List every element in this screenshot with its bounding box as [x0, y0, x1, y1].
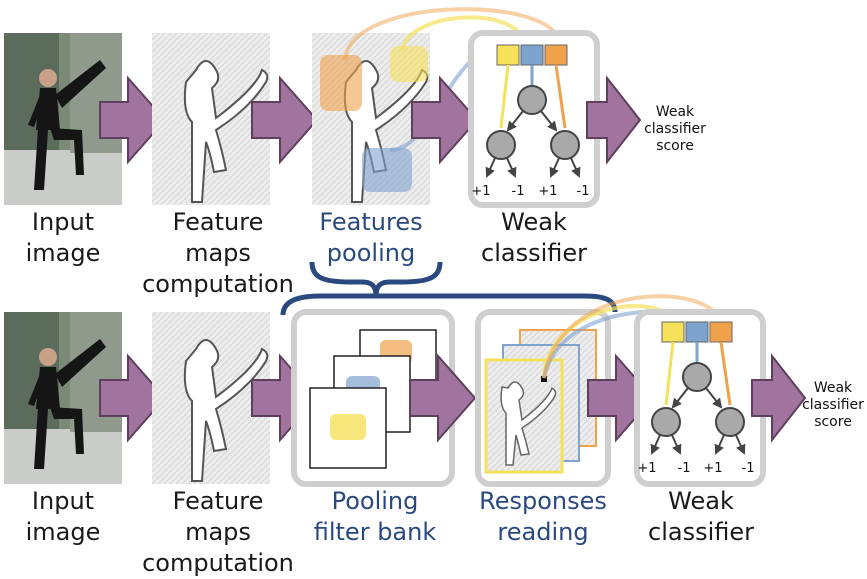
leaf-label: +1	[471, 184, 491, 199]
flow-arrow	[751, 353, 807, 443]
leaf-label: +1	[538, 184, 558, 199]
pooling-filter-bank-box	[291, 309, 455, 487]
pooled-feature-map-1	[312, 33, 430, 205]
leaf-label: -1	[677, 461, 691, 476]
responses-reading-box	[475, 309, 611, 487]
flow-arrow	[586, 75, 642, 165]
input-photo-1	[4, 33, 122, 205]
leaf-label: -1	[576, 184, 590, 199]
leaf-label: +1	[703, 461, 723, 476]
weak-classifier-box-1	[468, 30, 600, 208]
weak-classifier-box-2	[634, 309, 766, 487]
leaf-label: -1	[741, 461, 755, 476]
flow-arrow	[99, 353, 167, 443]
leaf-label: +1	[637, 461, 657, 476]
feature-map-2	[152, 312, 270, 484]
flow-arrow	[251, 75, 319, 165]
feature-map-1	[152, 33, 270, 205]
flow-arrow	[411, 75, 479, 165]
flow-arrow	[409, 353, 477, 443]
diagram-graphics	[4, 7, 807, 487]
flow-arrow	[99, 75, 167, 165]
leaf-label: -1	[511, 184, 525, 199]
